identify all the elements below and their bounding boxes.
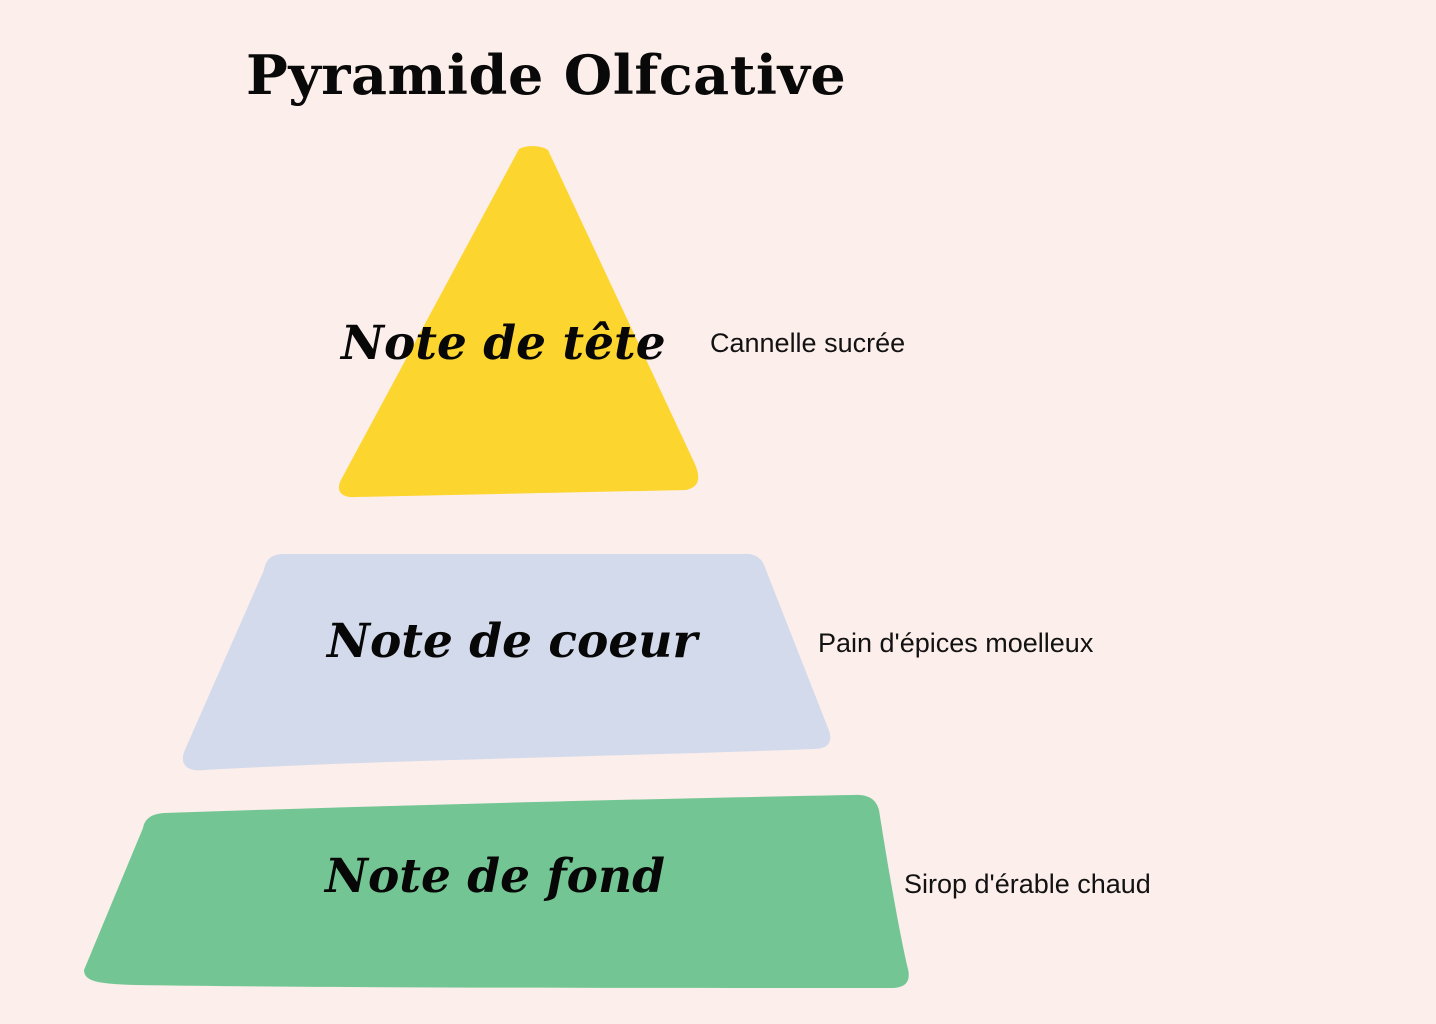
tier-shape-heart — [182, 553, 831, 771]
page-title: Pyramide Olfcative — [246, 43, 847, 107]
tier-annotation-heart: Pain d'épices moelleux — [818, 628, 1094, 658]
tier-label-heart: Note de coeur — [327, 614, 698, 669]
tier-annotation-top: Cannelle sucrée — [710, 328, 906, 358]
tier-annotation-base: Sirop d'érable chaud — [904, 869, 1151, 899]
tier-shape-base — [84, 794, 909, 988]
tier-label-top: Note de tête — [341, 316, 666, 371]
tier-shape-top — [338, 146, 699, 498]
tier-label-base: Note de fond — [325, 849, 666, 904]
